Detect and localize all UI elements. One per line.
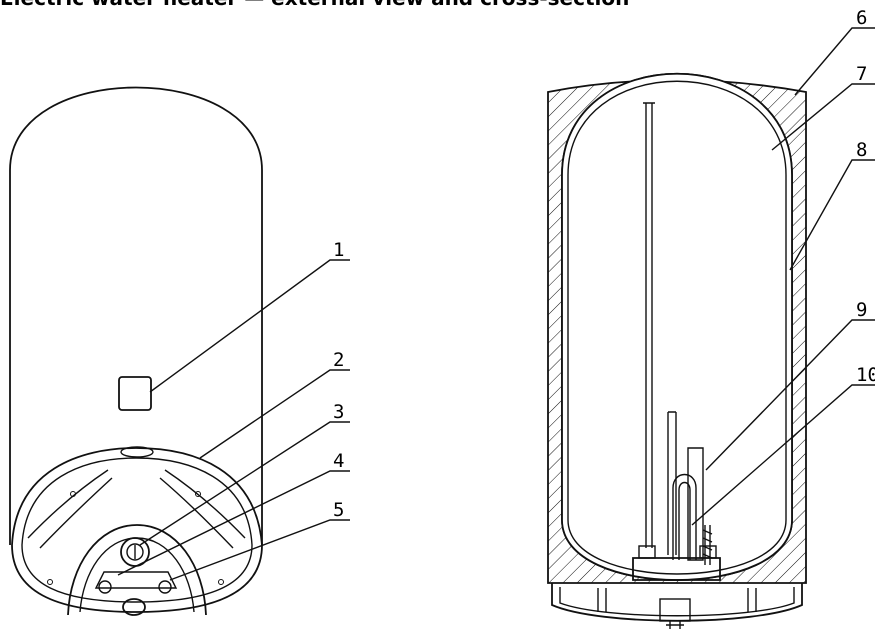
cover-fastener [747, 588, 757, 612]
figure-title: Electric water heater — external view an… [0, 0, 629, 10]
callout-9: 9 [856, 299, 867, 321]
flange-assembly [632, 557, 721, 581]
callout-7: 7 [856, 63, 867, 85]
indicator-lamp-left [98, 580, 112, 594]
callout-3: 3 [333, 401, 344, 423]
cover-fastener [597, 588, 607, 612]
callout-8: 8 [856, 139, 867, 161]
cold-water-inlet-pipe [667, 411, 677, 555]
inner-tank-fill [561, 73, 793, 581]
pipe-nut-left [638, 545, 656, 559]
cross-section-view [547, 27, 875, 629]
cover-rib [164, 469, 246, 539]
leader-line-10 [691, 384, 875, 526]
leader-line-6 [794, 27, 875, 96]
heater-body [9, 86, 263, 545]
leader-line-9 [705, 319, 875, 471]
pipe-nut-right [699, 545, 717, 559]
cover-rib [27, 469, 109, 539]
cable-gland [666, 621, 684, 629]
leader-line-5 [169, 519, 350, 581]
leader-line-7 [771, 83, 875, 151]
callout-5: 5 [333, 499, 344, 521]
cover-rib [39, 477, 113, 549]
screw-hole [70, 491, 76, 497]
callout-4: 4 [333, 450, 344, 472]
inner-tank-wall [567, 80, 787, 575]
callout-2: 2 [333, 349, 344, 371]
control-panel-inner [79, 537, 195, 613]
screw-hole [218, 579, 224, 585]
thermostat-knob-inner [126, 543, 144, 561]
callout-6: 6 [856, 7, 867, 29]
indicator-bar [94, 571, 178, 589]
indicator-lamp-right [158, 580, 172, 594]
heating-element [672, 473, 697, 560]
bottom-cover-inner-rim [21, 457, 253, 603]
control-housing [659, 598, 691, 622]
control-panel [67, 524, 207, 616]
leader-line-1 [149, 259, 350, 393]
screw-hole [47, 579, 53, 585]
indicator-window [118, 376, 152, 411]
thermostat-sleeve [687, 447, 704, 561]
leader-line-4 [117, 470, 350, 576]
leader-line-2 [199, 369, 350, 459]
screw-hole [195, 491, 201, 497]
callout-10: 10 [856, 364, 875, 386]
bottom-connector [122, 598, 146, 616]
hot-water-outlet-pipe [643, 102, 655, 548]
leader-line-8 [789, 159, 875, 271]
bottom-cover-section-inner [559, 587, 795, 617]
external-view [9, 86, 350, 616]
magnesium-anode [702, 525, 713, 565]
callout-1: 1 [333, 239, 344, 261]
cover-rib [159, 477, 234, 549]
top-lamp-window [120, 446, 154, 458]
callout-labels: 1 2 3 4 5 6 7 8 9 10 [333, 7, 875, 521]
leader-line-3 [139, 421, 350, 546]
